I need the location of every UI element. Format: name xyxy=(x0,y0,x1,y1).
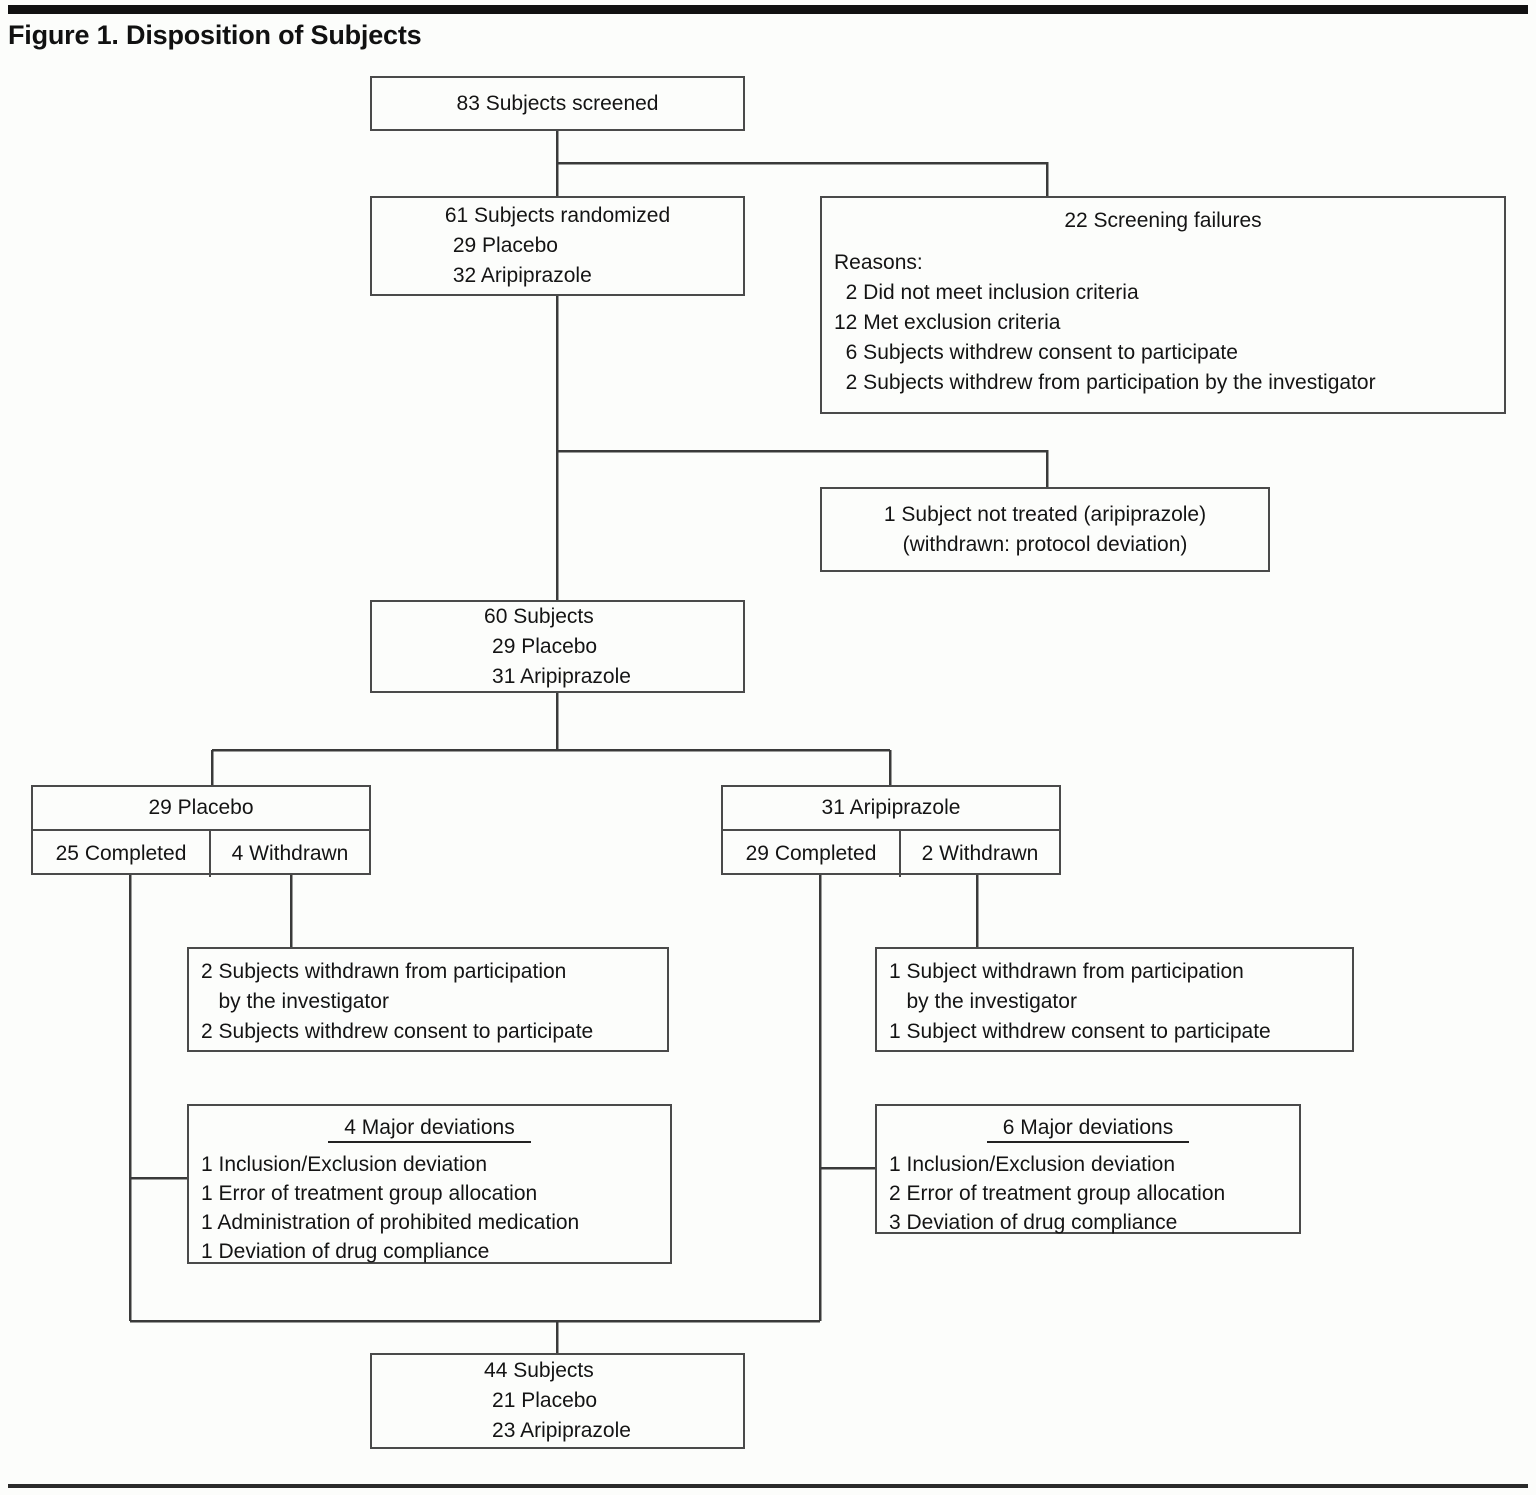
node-analyzed: 44 Subjects 21 Placebo 23 Aripiprazole xyxy=(370,1353,745,1449)
screening-failures-reason: 6 Subjects withdrew consent to participa… xyxy=(834,341,1238,364)
placebo-withdrawal-line: by the investigator xyxy=(201,990,389,1013)
node-aripiprazole-withdrawals: 1 Subject withdrawn from participation b… xyxy=(875,947,1354,1052)
aripiprazole-withdrawal-line: by the investigator xyxy=(889,990,1077,1013)
node-randomized-line2: 29 Placebo xyxy=(452,234,558,257)
placebo-withdrawal-line: 2 Subjects withdrawn from participation xyxy=(201,960,567,983)
placebo-deviations-heading: 4 Major deviations xyxy=(201,1114,658,1144)
placebo-withdrawal-line: 2 Subjects withdrew consent to participa… xyxy=(201,1020,594,1043)
node-not-treated-line2: (withdrawn: protocol deviation) xyxy=(902,532,1188,556)
node-analyzed-line2: 21 Placebo xyxy=(492,1389,598,1412)
aripiprazole-arm-header: 31 Aripiprazole xyxy=(723,787,1059,831)
node-placebo-arm: 29 Placebo 25 Completed 4 Withdrawn xyxy=(31,785,371,877)
node-randomized: 61 Subjects randomized 29 Placebo 32 Ari… xyxy=(370,196,745,296)
node-placebo-withdrawals: 2 Subjects withdrawn from participation … xyxy=(187,947,669,1052)
screening-failures-heading: 22 Screening failures xyxy=(1064,209,1262,232)
aripiprazole-withdrawn-cell: 2 Withdrawn xyxy=(921,842,1039,865)
placebo-deviation-item: 1 Error of treatment group allocation xyxy=(201,1182,538,1205)
aripiprazole-deviations-heading-text: 6 Major deviations xyxy=(986,1116,1190,1143)
node-screened: 83 Subjects screened xyxy=(370,76,745,131)
bottom-rule xyxy=(8,1484,1528,1488)
screening-failures-reason: 2 Did not meet inclusion criteria xyxy=(834,281,1139,304)
aripiprazole-deviation-item: 3 Deviation of drug compliance xyxy=(889,1211,1178,1234)
node-treated-line2: 29 Placebo xyxy=(492,634,598,658)
aripiprazole-completed-cell: 29 Completed xyxy=(723,831,901,877)
node-analyzed-line1: 44 Subjects xyxy=(484,1359,594,1382)
placebo-deviation-item: 1 Inclusion/Exclusion deviation xyxy=(201,1153,488,1176)
node-randomized-line3: 32 Aripiprazole xyxy=(452,264,592,287)
aripiprazole-deviations-heading: 6 Major deviations xyxy=(889,1114,1287,1144)
placebo-deviation-item: 1 Deviation of drug compliance xyxy=(201,1240,490,1263)
figure-title: Figure 1. Disposition of Subjects xyxy=(8,20,422,50)
node-aripiprazole-deviations: 6 Major deviations 1 Inclusion/Exclusion… xyxy=(875,1104,1301,1234)
node-placebo-deviations: 4 Major deviations 1 Inclusion/Exclusion… xyxy=(187,1104,672,1264)
screening-failures-reasons-label: Reasons: xyxy=(834,251,923,274)
placebo-completed-cell: 25 Completed xyxy=(33,831,211,877)
node-aripiprazole-arm: 31 Aripiprazole 29 Completed 2 Withdrawn xyxy=(721,785,1061,877)
aripiprazole-withdrawal-line: 1 Subject withdrew consent to participat… xyxy=(889,1020,1271,1043)
placebo-arm-header: 29 Placebo xyxy=(33,787,369,831)
node-randomized-line1: 61 Subjects randomized xyxy=(444,204,671,227)
node-treated-line1: 60 Subjects xyxy=(484,604,594,628)
node-treated: 60 Subjects 29 Placebo 31 Aripiprazole xyxy=(370,600,745,693)
aripiprazole-deviation-item: 1 Inclusion/Exclusion deviation xyxy=(889,1153,1176,1176)
node-not-treated: 1 Subject not treated (aripiprazole) (wi… xyxy=(820,487,1270,572)
screening-failures-reason: 12 Met exclusion criteria xyxy=(834,311,1061,334)
placebo-withdrawn-cell: 4 Withdrawn xyxy=(231,842,349,865)
placebo-deviations-heading-text: 4 Major deviations xyxy=(328,1116,531,1143)
placebo-deviation-item: 1 Administration of prohibited medicatio… xyxy=(201,1211,580,1234)
aripiprazole-withdrawal-line: 1 Subject withdrawn from participation xyxy=(889,960,1244,983)
node-analyzed-line3: 23 Aripiprazole xyxy=(492,1419,631,1442)
top-rule xyxy=(8,5,1528,14)
aripiprazole-deviation-item: 2 Error of treatment group allocation xyxy=(889,1182,1226,1205)
node-not-treated-line1: 1 Subject not treated (aripiprazole) xyxy=(883,502,1207,526)
node-screening-failures: 22 Screening failures Reasons: 2 Did not… xyxy=(820,196,1506,414)
node-treated-line3: 31 Aripiprazole xyxy=(492,664,631,688)
screening-failures-reason: 2 Subjects withdrew from participation b… xyxy=(834,371,1376,394)
node-screened-line1: 83 Subjects screened xyxy=(456,91,659,115)
